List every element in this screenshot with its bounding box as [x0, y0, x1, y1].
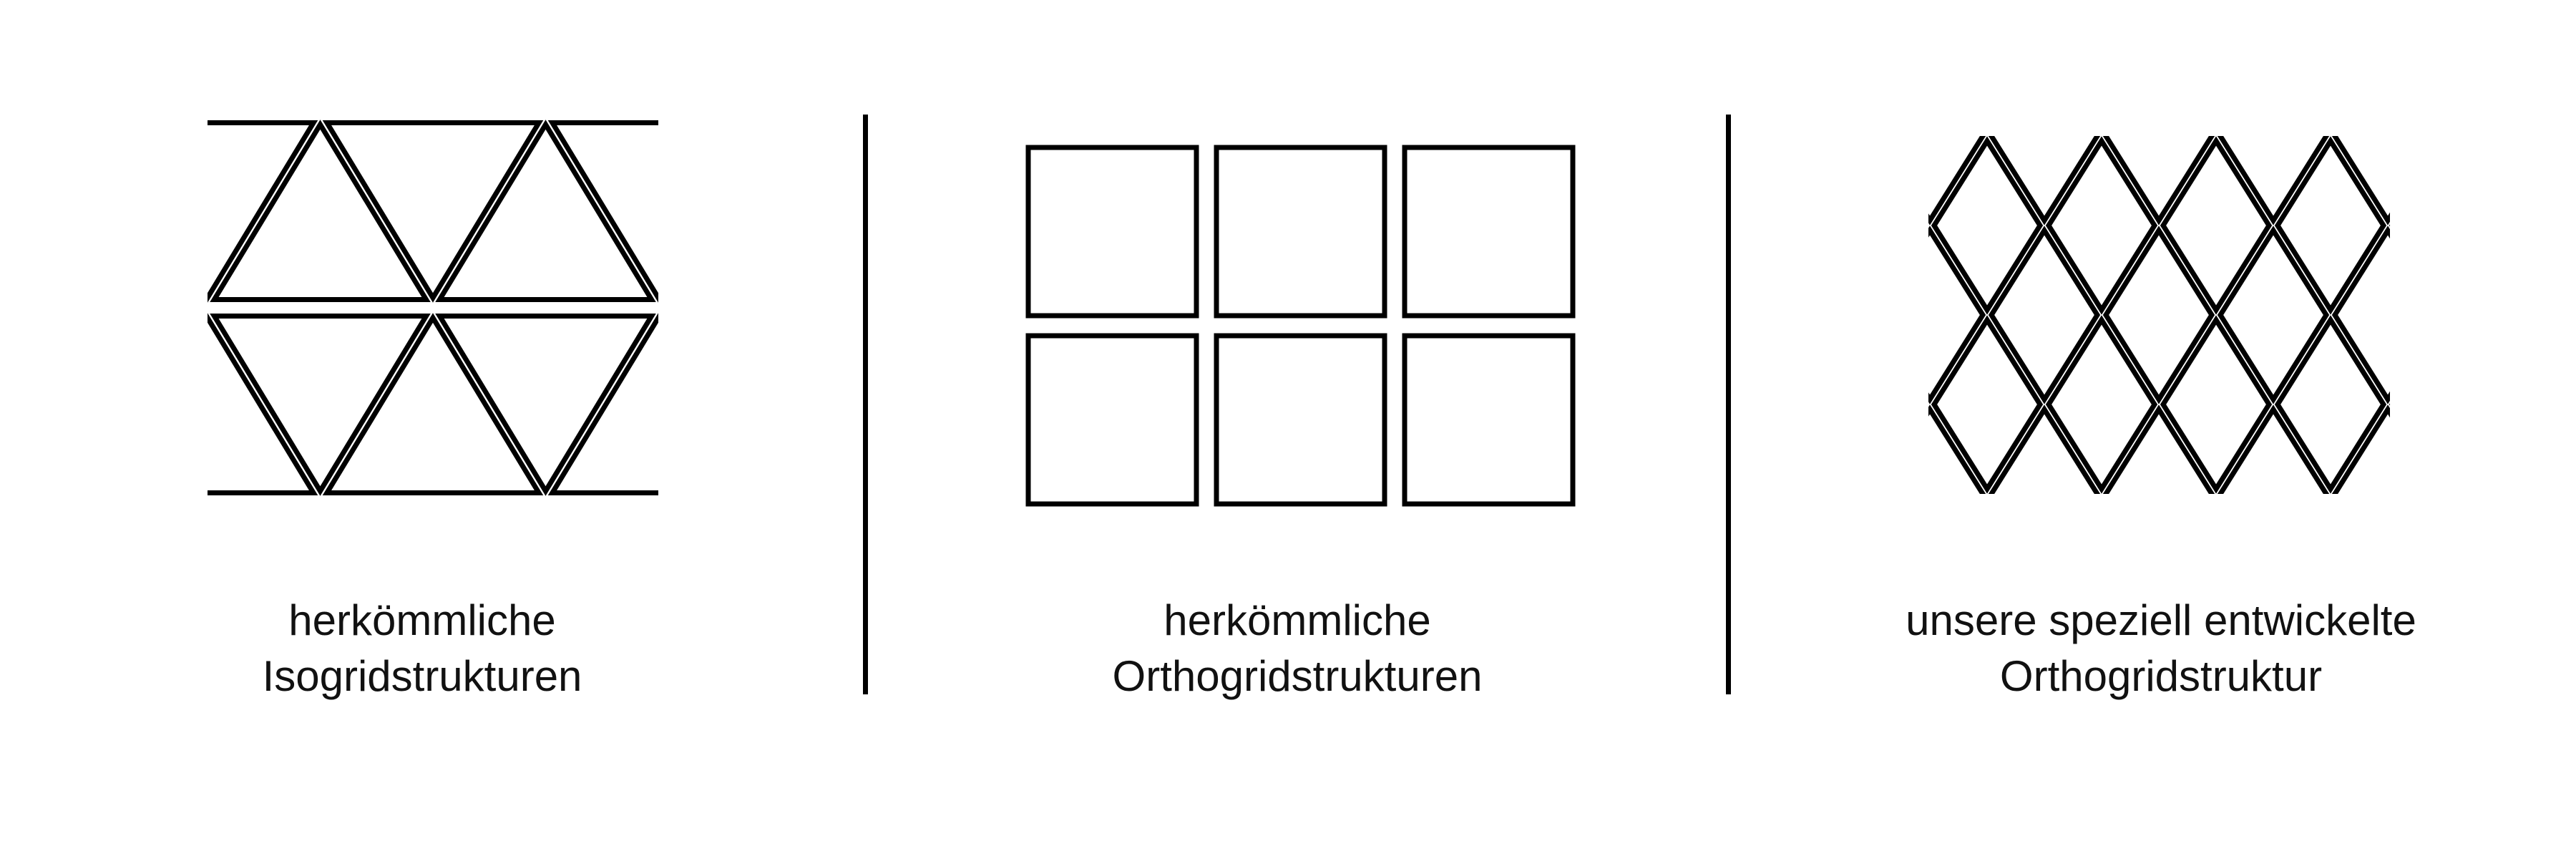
panel-divider-left	[863, 115, 868, 694]
diamond-cell	[2160, 315, 2273, 494]
isogrid-triangle	[435, 120, 656, 302]
caption-diamond-line2: Orthogridstruktur	[1999, 652, 2323, 700]
diamond-cell	[1928, 225, 1986, 404]
isogrid-triangle	[208, 313, 318, 495]
caption-isogrid-line1: herkömmliche	[288, 596, 556, 644]
isogrid-triangle	[547, 120, 658, 303]
diamond-cell	[2102, 404, 2215, 494]
caption-diamond-line1: unsere speziell entwickelte	[1906, 596, 2416, 644]
isogrid-triangle	[547, 313, 658, 495]
diamond-cell	[2102, 225, 2215, 404]
caption-orthogrid-line1: herkömmliche	[1163, 596, 1431, 644]
isogrid-triangle	[210, 314, 431, 496]
isogrid-triangle	[210, 120, 431, 302]
diamond-cell	[2217, 136, 2330, 225]
diamond-cell	[1988, 136, 2101, 225]
orthogrid-square	[1214, 145, 1387, 319]
diamond-cell	[1988, 225, 2101, 404]
caption-isogrid-line2: Isogridstrukturen	[262, 652, 582, 700]
diamond-cell	[2331, 136, 2390, 225]
caption-orthogrid-line2: Orthogridstrukturen	[1112, 652, 1483, 700]
caption-isogrid: herkömmliche Isogridstrukturen	[100, 593, 744, 704]
isogrid-triangle	[208, 120, 318, 303]
orthogrid-square	[1402, 333, 1576, 507]
diamond-cell	[2045, 315, 2158, 494]
diamond-cell	[2102, 136, 2215, 225]
panel-divider-right	[1726, 115, 1731, 694]
diamond-cell	[2160, 136, 2273, 315]
isogrid-triangles-icon	[208, 120, 658, 496]
orthogrid-squares-icon	[1025, 145, 1576, 507]
orthogrid-square	[1402, 145, 1576, 319]
caption-orthogrid: herkömmliche Orthogridstrukturen	[975, 593, 1619, 704]
isogrid-triangle	[435, 314, 656, 496]
orthogrid-square	[1025, 145, 1199, 319]
diamond-cell	[2274, 315, 2387, 494]
orthogrid-square	[1214, 333, 1387, 507]
caption-diamond-orthogrid: unsere speziell entwickelte Orthogridstr…	[1839, 593, 2483, 704]
diamond-cell	[2217, 225, 2330, 404]
diamond-cell	[1931, 315, 2044, 494]
orthogrid-square	[1025, 333, 1199, 507]
diamond-cell	[2331, 225, 2390, 404]
diamond-cell	[1928, 136, 1986, 225]
diamond-cell	[2045, 136, 2158, 315]
diamond-cell	[1928, 404, 1986, 494]
isogrid-triangle	[322, 313, 544, 495]
diamond-cell	[2331, 404, 2390, 494]
diamond-cell	[1931, 136, 2044, 315]
diamond-cell	[2217, 404, 2330, 494]
isogrid-triangle	[322, 120, 544, 303]
diamond-cell	[1988, 404, 2101, 494]
diamond-cell	[2274, 136, 2387, 315]
orthogrid-diamonds-icon	[1928, 136, 2390, 494]
